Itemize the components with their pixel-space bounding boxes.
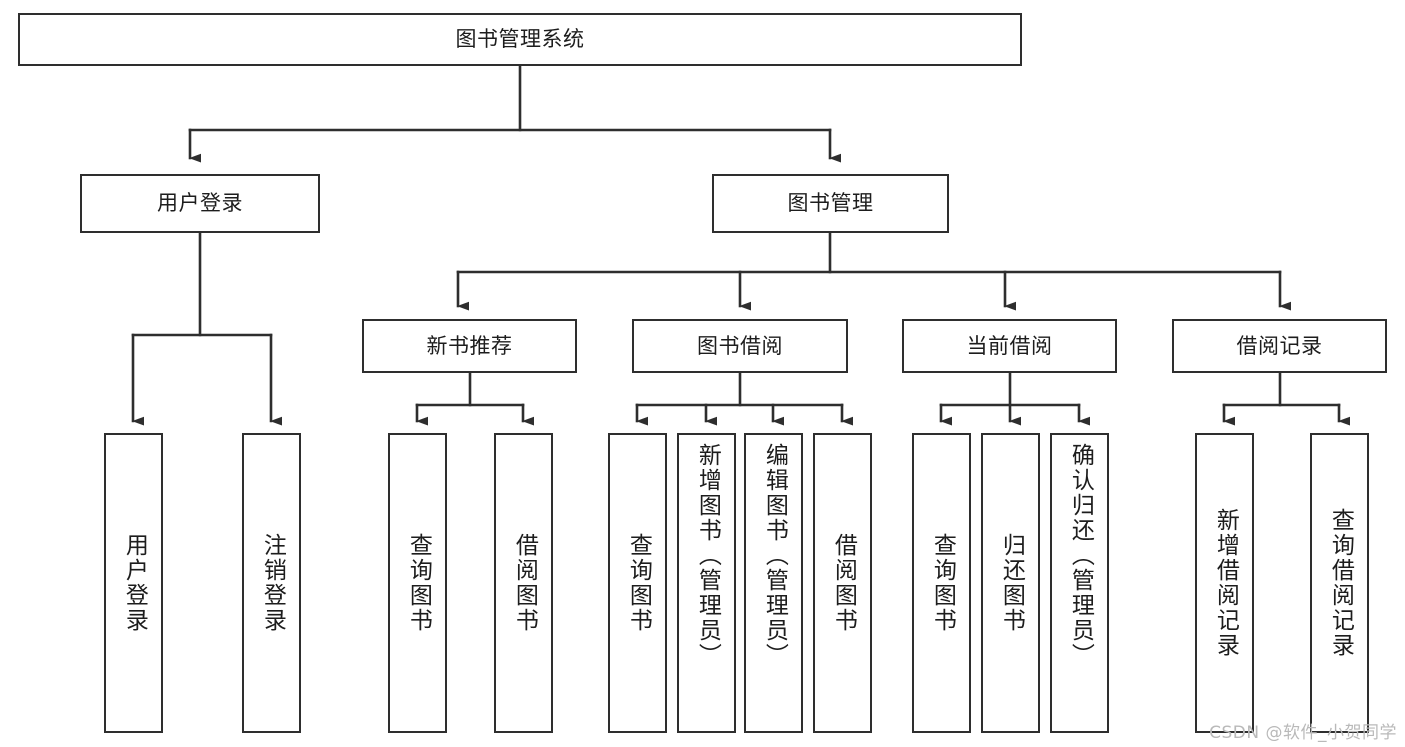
leaf-edit-book[interactable]: 编辑图书（管理员）	[744, 433, 803, 733]
leaf-query-book-3[interactable]: 查询图书	[912, 433, 971, 733]
node-borrow-record-label: 借阅记录	[1236, 333, 1323, 358]
node-new-book-recommend[interactable]: 新书推荐	[362, 319, 577, 373]
leaf-query-book-3-label: 查询图书	[929, 533, 956, 633]
leaf-add-book[interactable]: 新增图书（管理员）	[677, 433, 736, 733]
leaf-query-book-2[interactable]: 查询图书	[608, 433, 667, 733]
leaf-confirm-return[interactable]: 确认归还（管理员）	[1050, 433, 1109, 733]
leaf-borrow-book-1-label: 借阅图书	[511, 533, 538, 633]
leaf-add-record-label: 新增借阅记录	[1212, 508, 1239, 658]
leaf-query-book-1-label: 查询图书	[405, 533, 432, 633]
leaf-borrow-book-2[interactable]: 借阅图书	[813, 433, 872, 733]
leaf-user-login-label: 用户登录	[121, 533, 148, 633]
leaf-add-record[interactable]: 新增借阅记录	[1195, 433, 1254, 733]
leaf-user-login[interactable]: 用户登录	[104, 433, 163, 733]
node-user-login-label: 用户登录	[157, 191, 243, 216]
leaf-query-record[interactable]: 查询借阅记录	[1310, 433, 1369, 733]
node-book-management-label: 图书管理	[787, 191, 874, 216]
leaf-return-book[interactable]: 归还图书	[981, 433, 1040, 733]
node-book-borrow[interactable]: 图书借阅	[632, 319, 848, 373]
node-new-book-recommend-label: 新书推荐	[426, 333, 513, 358]
leaf-add-book-label: 新增图书（管理员）	[694, 443, 721, 668]
leaf-borrow-book-2-label: 借阅图书	[830, 533, 857, 633]
node-root[interactable]: 图书管理系统	[18, 13, 1022, 66]
watermark-text: CSDN @软件_小贺同学	[1209, 723, 1397, 743]
node-user-login[interactable]: 用户登录	[80, 174, 320, 233]
leaf-query-book-2-label: 查询图书	[625, 533, 652, 633]
node-root-label: 图书管理系统	[455, 27, 585, 52]
node-current-borrow-label: 当前借阅	[966, 333, 1053, 358]
leaf-return-book-label: 归还图书	[998, 533, 1025, 633]
node-book-management[interactable]: 图书管理	[712, 174, 949, 233]
leaf-logout-label: 注销登录	[259, 533, 286, 633]
leaf-edit-book-label: 编辑图书（管理员）	[761, 443, 788, 668]
leaf-logout[interactable]: 注销登录	[242, 433, 301, 733]
node-borrow-record[interactable]: 借阅记录	[1172, 319, 1387, 373]
leaf-query-record-label: 查询借阅记录	[1327, 508, 1354, 658]
leaf-borrow-book-1[interactable]: 借阅图书	[494, 433, 553, 733]
node-current-borrow[interactable]: 当前借阅	[902, 319, 1117, 373]
leaf-confirm-return-label: 确认归还（管理员）	[1067, 443, 1094, 668]
leaf-query-book-1[interactable]: 查询图书	[388, 433, 447, 733]
node-book-borrow-label: 图书借阅	[697, 333, 783, 358]
